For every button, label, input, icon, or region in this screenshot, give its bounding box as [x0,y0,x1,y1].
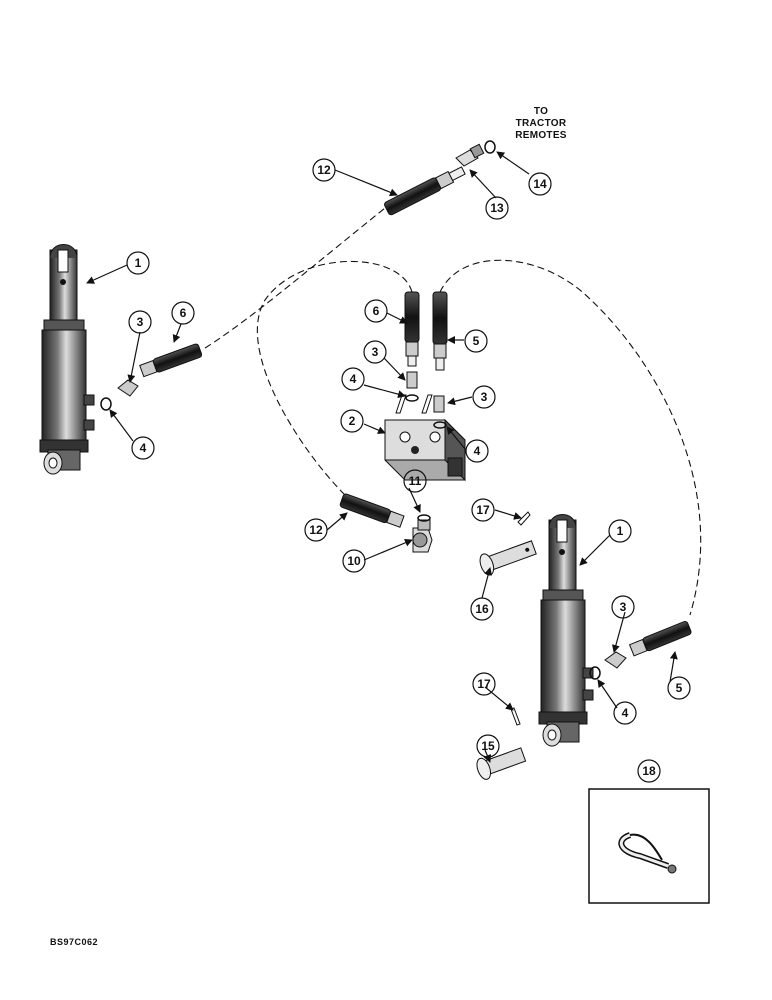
o-ring-11 [417,514,431,522]
callout-6-center: 6 [373,304,380,318]
callout-18: 18 [642,764,656,778]
divider-valve-block [384,394,466,482]
o-ring-4-center-b [433,421,447,429]
callout-4-left: 4 [140,441,147,455]
drawing-code: BS97C062 [50,937,98,947]
o-ring-4-right [589,666,601,680]
note-line-2: TRACTOR [516,118,567,129]
fitting-3-left [117,379,139,397]
callout-1-right: 1 [617,524,624,538]
pin-16 [479,540,537,576]
hose-5-right [628,621,692,657]
callout-2: 2 [349,414,356,428]
elbow-fitting-10 [412,519,433,553]
hose-6-vertical [404,291,420,367]
callout-17-top: 17 [476,503,490,517]
callout-labels: 1 3 6 4 12 13 14 6 5 3 4 3 2 4 11 12 10 … [135,163,683,778]
cotter-pin-17-top [517,511,531,526]
hydraulic-cylinder-left [39,244,95,475]
callout-5-right: 5 [676,681,683,695]
hydraulic-cylinder-right [538,514,594,747]
fitting-3-center-a [406,371,418,389]
callout-5-center: 5 [473,334,480,348]
hose-12-top [384,166,466,216]
callout-15: 15 [481,739,495,753]
note-line-3: REMOTES [515,130,567,141]
callout-3-center-b: 3 [481,390,488,404]
note-line-1: TO [534,106,548,117]
cotter-pin-17-bottom [510,707,521,726]
fitting-3-center-b [433,395,445,413]
callout-3-center-a: 3 [372,345,379,359]
callout-3-left: 3 [137,315,144,329]
callouts [86,151,691,783]
callout-16: 16 [475,602,489,616]
callout-4-center-a: 4 [350,372,357,386]
o-ring-4-left [100,397,112,411]
hose-routing-lines [204,199,702,616]
pin-15 [476,747,527,780]
o-ring-4-center-a [405,394,419,402]
callout-12-bottom: 12 [309,523,323,537]
o-ring-14 [484,140,496,154]
fitting-3-right [604,651,627,669]
callout-10: 10 [347,554,361,568]
callout-3-right: 3 [620,600,627,614]
callout-6-left: 6 [180,306,187,320]
hose-5-vertical [432,291,448,371]
callout-17-bottom: 17 [477,677,491,691]
tractor-remotes-note: TO TRACTOR REMOTES [515,106,567,141]
callout-4-right: 4 [622,706,629,720]
callout-14: 14 [533,177,547,191]
callout-4-center-b: 4 [474,444,481,458]
fitting-13 [455,143,485,167]
callout-13: 13 [490,201,504,215]
hose-6-left [139,343,203,378]
callout-11: 11 [409,474,422,488]
callout-1-left: 1 [135,256,142,270]
hose-12-bottom [339,493,405,528]
callout-12-top: 12 [317,163,331,177]
inset-box-18 [588,788,710,904]
